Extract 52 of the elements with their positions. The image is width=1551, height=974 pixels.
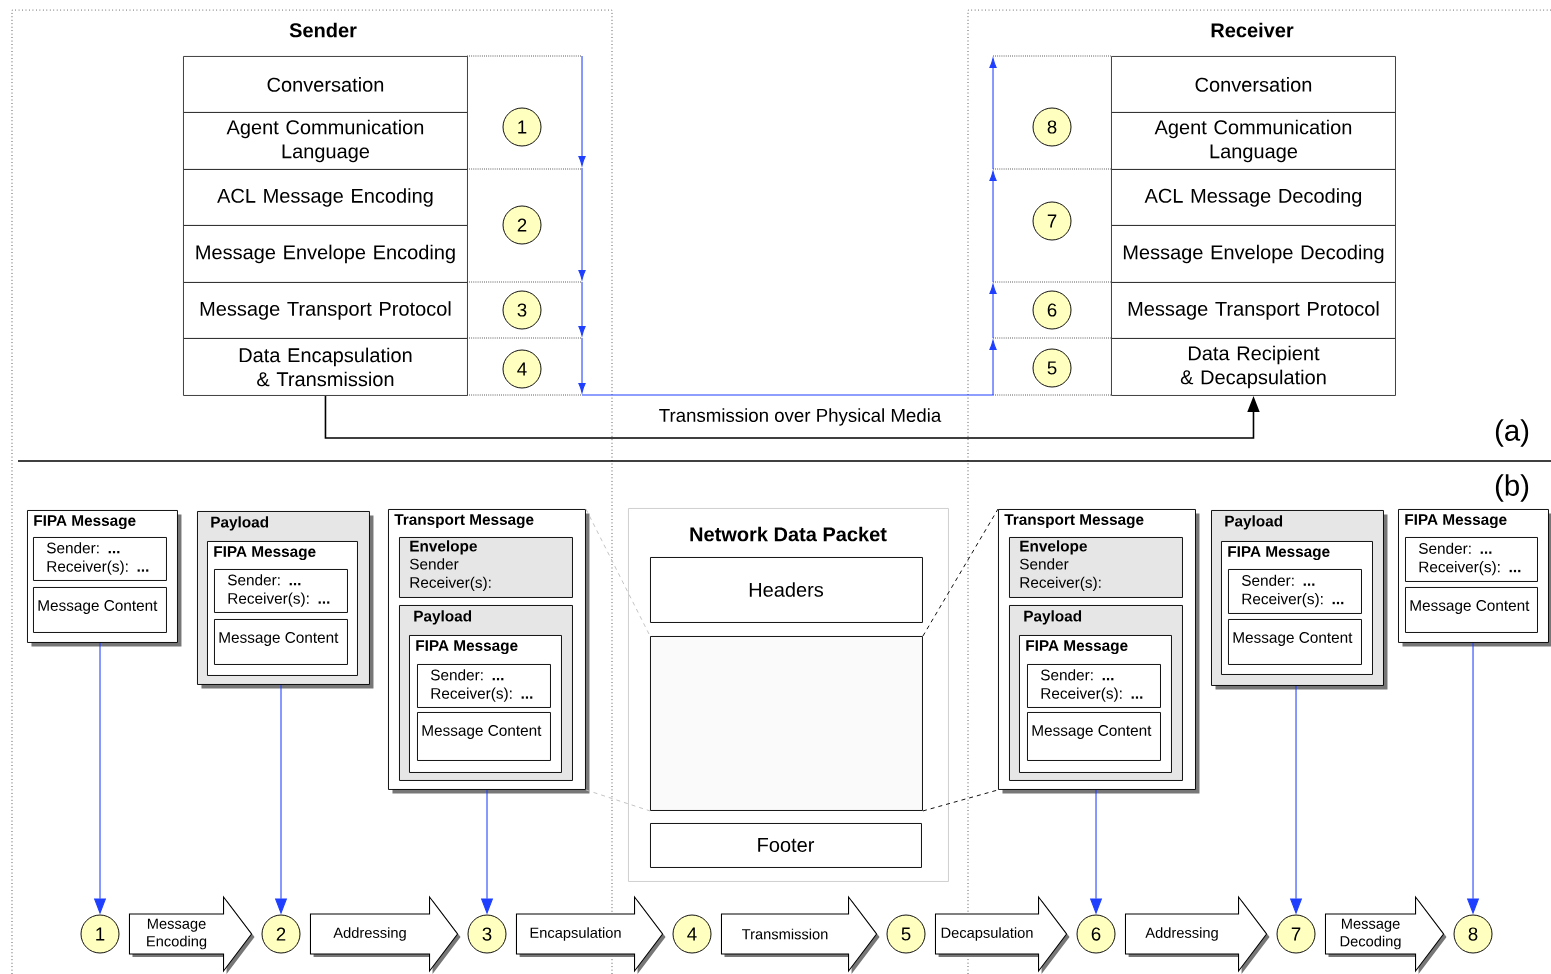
heading: Sender xyxy=(289,22,357,38)
layer-cell: Data Encapsulation & Transmission xyxy=(183,338,468,396)
content-box: Message Content xyxy=(1027,712,1161,761)
edge-label: Addressing xyxy=(1145,927,1218,941)
content-box: Message Content xyxy=(1405,587,1538,633)
edge-label: Message Encoding xyxy=(147,918,207,950)
layer-cell: Agent Communication Language xyxy=(183,112,468,170)
block-arrow xyxy=(309,895,461,974)
block-arrow xyxy=(934,895,1070,974)
layer-cell: Message Transport Protocol xyxy=(183,282,468,339)
footer-box: Footer xyxy=(650,823,922,868)
data-box xyxy=(650,636,923,811)
header-box: Sender: ... Receiver(s): ... xyxy=(33,537,167,581)
layer-cell: Agent Communication Language xyxy=(1111,112,1396,170)
content-box: Message Content xyxy=(1228,619,1362,665)
panel-label: (a) xyxy=(1495,419,1529,447)
block-arrow xyxy=(1124,895,1270,974)
edge-label: Encapsulation xyxy=(530,927,621,941)
layer-cell: ACL Message Encoding xyxy=(183,169,468,226)
header-box: Sender: ... Receiver(s): ... xyxy=(1027,664,1161,708)
zoom-line xyxy=(585,508,651,637)
layer-cell: Conversation xyxy=(183,56,468,113)
layer-cell: Data Recipient & Decapsulation xyxy=(1111,338,1396,396)
zoom-line xyxy=(585,789,651,812)
header-box: Sender: ... Receiver(s): ... xyxy=(1228,569,1362,614)
edge-label: Transmission xyxy=(742,928,828,940)
block-arrow xyxy=(1324,895,1447,974)
layer-cell: Message Envelope Decoding xyxy=(1111,225,1396,283)
header-box: Sender: ... Receiver(s): ... xyxy=(214,569,348,613)
panel-label: (b) xyxy=(1495,474,1529,502)
header-box: Sender: ... Receiver(s): ... xyxy=(1405,537,1538,582)
content-box: Message Content xyxy=(214,619,348,665)
header-box: Sender: ... Receiver(s): ... xyxy=(417,664,551,708)
edge-label: Addressing xyxy=(333,927,406,941)
envelope-box: Envelope Sender Receiver(s): xyxy=(1009,537,1183,598)
layer-cell: Conversation xyxy=(1111,56,1396,113)
edge-label: Transmission over Physical Media xyxy=(659,408,942,426)
layer-cell: Message Transport Protocol xyxy=(1111,282,1396,339)
arrow xyxy=(324,395,1260,439)
heading: Receiver xyxy=(1211,22,1294,38)
layer-cell: Message Envelope Encoding xyxy=(183,225,468,283)
layer-cell: ACL Message Decoding xyxy=(1111,169,1396,226)
edge-label: Message Decoding xyxy=(1340,918,1401,950)
content-box: Message Content xyxy=(417,712,551,761)
block-arrow xyxy=(128,895,255,974)
envelope-box: Envelope Sender Receiver(s): xyxy=(399,537,573,598)
content-box: Message Content xyxy=(33,587,167,633)
headers-box: Headers xyxy=(650,557,923,623)
edge-label: Decapsulation xyxy=(941,927,1033,941)
zoom-line xyxy=(922,508,999,637)
block-arrow xyxy=(720,895,880,974)
block-arrow xyxy=(515,895,666,974)
